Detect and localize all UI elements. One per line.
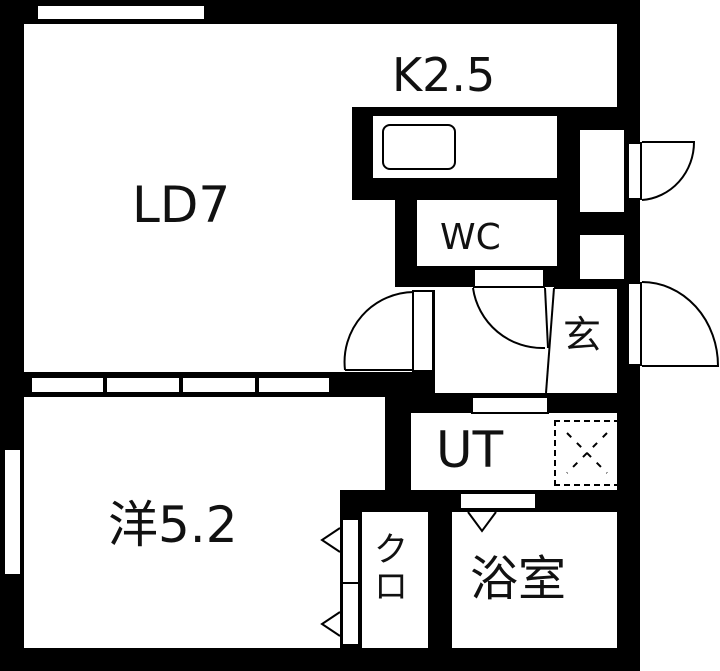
ut-west-wall — [385, 393, 411, 493]
genkan-step-line — [545, 287, 555, 394]
shaft-door — [627, 142, 642, 200]
kitchen-sink — [382, 124, 456, 170]
sliding-door-1 — [30, 376, 105, 394]
room-label-wc: WC — [440, 217, 501, 258]
room-label-kitchen: K2.5 — [392, 48, 496, 102]
ut-door-opening — [471, 396, 549, 414]
room-label-western: 洋5.2 — [108, 496, 238, 554]
window-top-ld — [36, 4, 206, 21]
shaft-storage-1 — [580, 130, 624, 212]
ld-door-arc-icon — [343, 291, 415, 371]
shaft-storage-2 — [580, 235, 624, 279]
closet-door-triangle-icon-2 — [320, 611, 341, 637]
window-left-western — [3, 448, 22, 576]
bath-door-opening — [459, 492, 537, 510]
room-label-ut: UT — [436, 421, 504, 479]
wc-door-opening — [473, 268, 545, 288]
room-label-genkan: 玄 — [563, 313, 602, 357]
bath-door-triangle-icon — [467, 511, 497, 533]
entrance-door-arc-icon — [641, 281, 720, 367]
outer-wall-bottom — [0, 648, 640, 671]
sliding-door-4 — [257, 376, 331, 394]
washer-space — [554, 420, 620, 486]
closet-door-triangle-icon — [320, 527, 341, 553]
shaft-door-arc-icon — [641, 141, 696, 201]
entrance-door-opening — [627, 282, 642, 366]
closet-bath-wall — [428, 490, 452, 650]
sliding-door-3 — [181, 376, 257, 394]
wc-door-arc-icon — [472, 287, 546, 350]
room-label-bath: 浴室 — [470, 551, 567, 607]
room-label-ld: LD7 — [132, 176, 231, 234]
closet-door-2 — [341, 582, 360, 646]
wc-room — [417, 200, 557, 266]
sliding-door-2 — [105, 376, 181, 394]
room-label-closet: クロ — [374, 530, 408, 608]
